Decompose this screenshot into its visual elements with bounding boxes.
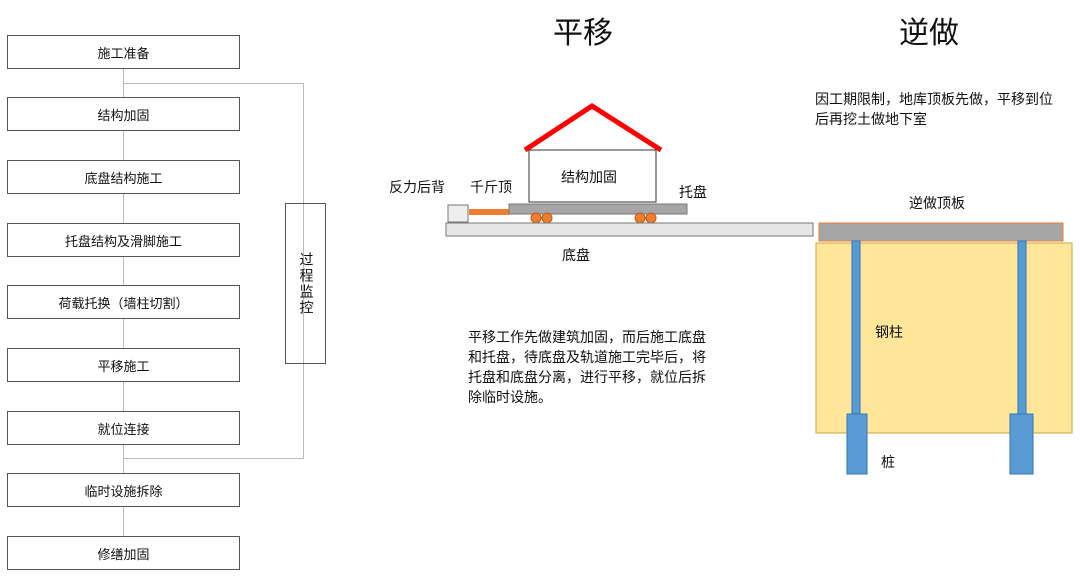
step-label: 平移施工 [97,359,150,375]
roller [541,212,553,224]
step-connection: 就位连接 [7,411,240,445]
translation-title: 平移 [553,16,613,51]
house-body [528,149,657,203]
monitor-box: 过程监控 [285,203,326,364]
topdown-slab [818,222,1064,242]
step-remove-temporary: 临时设施拆除 [7,473,240,507]
base-plate [445,222,814,237]
step-reinforce: 结构加固 [7,97,240,131]
monitor-connector-right [303,83,304,459]
steel-column-left [851,240,861,415]
topdown-title: 逆做 [899,16,959,51]
roller [645,212,657,224]
roller [634,212,646,224]
pile-right [1009,413,1034,475]
translation-description: 平移工作先做建筑加固，而后施工底盘和托盘，待底盘及轨道施工完毕后，将托盘和底盘分… [468,330,706,406]
house-label: 结构加固 [561,170,617,186]
house-roof [523,103,663,153]
slab-label: 逆做顶板 [909,196,965,212]
monitor-connector-bottom [123,458,304,459]
step-translation: 平移施工 [7,348,240,382]
jack-label: 千斤顶 [470,180,512,196]
monitor-label: 过程监控 [297,251,314,316]
step-repair: 修缮加固 [7,536,240,570]
step-label: 托盘结构及滑脚施工 [64,234,182,250]
tray [508,203,688,215]
step-prepare: 施工准备 [7,35,240,69]
column-label: 钢柱 [875,325,903,341]
roller [530,212,542,224]
step-label: 荷载托换（墙柱切割） [58,296,189,312]
step-load-transfer: 荷载托换（墙柱切割） [7,285,240,319]
step-label: 临时设施拆除 [84,484,163,500]
step-base-structure: 底盘结构施工 [7,160,240,194]
pile-label: 桩 [881,455,895,471]
base-label: 底盘 [562,248,590,264]
tray-label: 托盘 [679,185,707,201]
step-label: 结构加固 [97,108,150,124]
reaction-wall [447,204,469,223]
step-label: 就位连接 [97,422,150,438]
step-label: 施工准备 [97,46,150,62]
steel-column-right [1017,240,1027,415]
reaction-label: 反力后背 [389,180,445,196]
pile-left [846,413,868,475]
topdown-description: 因工期限制，地库顶板先做，平移到位后再挖土做地下室 [815,92,1053,128]
jack [469,209,509,215]
step-tray-and-skids: 托盘结构及滑脚施工 [7,223,240,257]
monitor-connector-top [123,83,304,84]
step-label: 修缮加固 [97,547,150,563]
step-label: 底盘结构施工 [84,171,163,187]
